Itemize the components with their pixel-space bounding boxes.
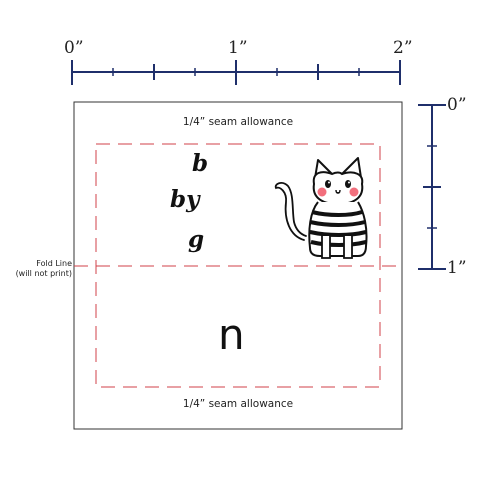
- right-ruler-scale: [418, 104, 446, 270]
- fold-line-label: Fold Line (will not print): [0, 259, 72, 279]
- fold-line-note: (will not print): [15, 269, 72, 278]
- letter-n: n: [218, 310, 245, 359]
- letter-g: g: [188, 226, 205, 253]
- letter-by: by: [170, 186, 200, 213]
- letter-b: b: [192, 150, 209, 177]
- top-ruler-label-0: 0”: [64, 38, 84, 58]
- fold-line-title: Fold Line: [36, 259, 72, 268]
- right-ruler-label-1: 1”: [447, 258, 467, 278]
- striped-cat-icon: [274, 157, 368, 259]
- top-ruler-label-2: 2”: [393, 38, 413, 58]
- seam-allowance-bottom: 1/4” seam allowance: [182, 398, 294, 410]
- seam-allowance-top: 1/4” seam allowance: [182, 116, 294, 128]
- right-ruler-label-0: 0”: [447, 95, 467, 115]
- top-ruler-scale: [71, 60, 401, 85]
- top-ruler-label-1: 1”: [228, 38, 248, 58]
